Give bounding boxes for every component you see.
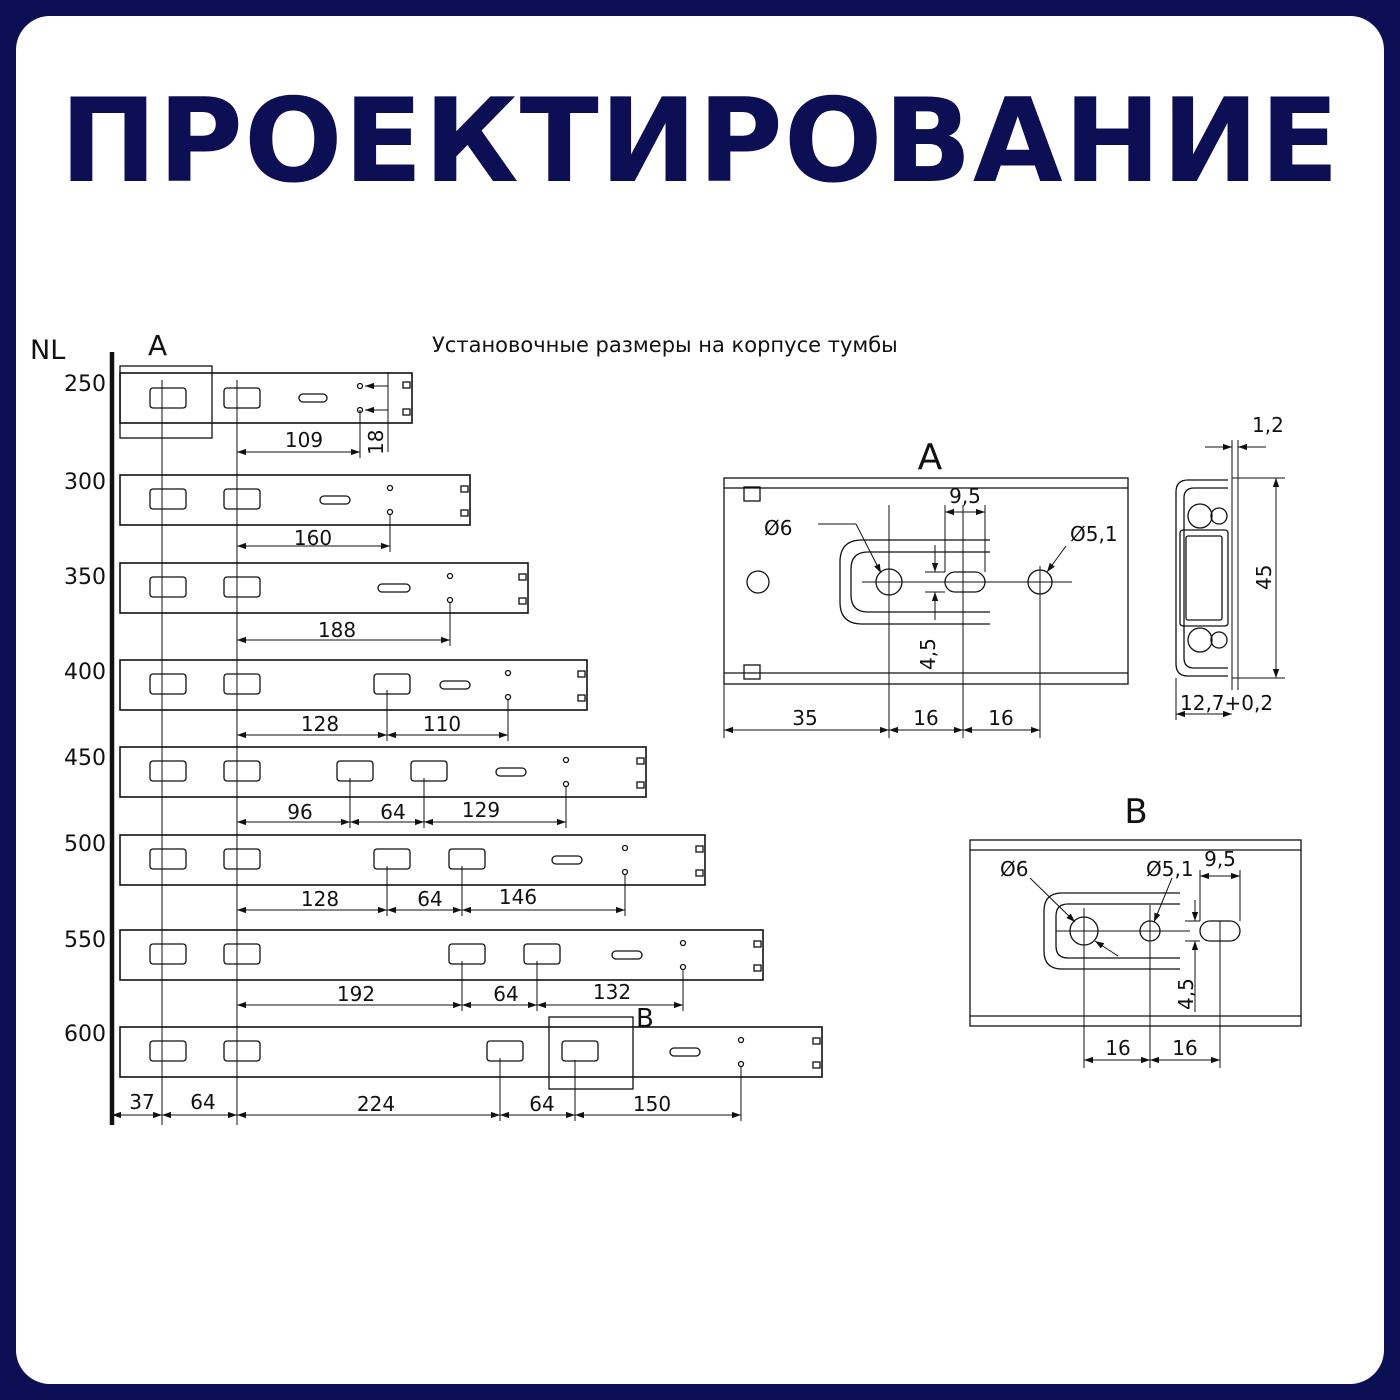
detail-a-marker-label: A — [148, 329, 167, 362]
rail-400 — [119, 659, 588, 711]
dim-600-150: 150 — [633, 1092, 671, 1116]
rail-300 — [119, 474, 471, 526]
dim-250-18: 18 — [364, 430, 388, 455]
dim-600-224: 224 — [357, 1092, 395, 1116]
detail-a-d51: Ø5,1 — [1070, 522, 1118, 546]
dim-600-64b: 64 — [529, 1092, 554, 1116]
detail-b-h45: 4,5 — [1174, 978, 1198, 1010]
profile-w127: 12,7+0,2 — [1180, 691, 1273, 715]
detail-a — [723, 477, 1129, 738]
dim-450-64: 64 — [380, 800, 405, 824]
dim-550-132: 132 — [593, 980, 631, 1004]
dim-500-128: 128 — [301, 887, 339, 911]
rail-250 — [119, 372, 413, 424]
profile-section — [1175, 440, 1285, 720]
detail-b-frame — [548, 1016, 634, 1090]
nl-600: 600 — [64, 1022, 106, 1047]
dim-550-192: 192 — [337, 982, 375, 1006]
rail-450 — [119, 746, 647, 798]
nl-250: 250 — [64, 372, 106, 397]
rail-600 — [119, 1026, 823, 1078]
rail-dims — [112, 372, 742, 1121]
detail-a-d35: 35 — [792, 706, 817, 730]
nl-400: 400 — [64, 660, 106, 685]
page-title: ПРОЕКТИРОВАНИЕ — [59, 74, 1341, 209]
rail-350 — [119, 562, 529, 614]
detail-a-h45: 4,5 — [916, 638, 940, 670]
dim-600-64a: 64 — [190, 1090, 215, 1114]
nl-label: NL — [30, 335, 65, 366]
dim-500-64: 64 — [417, 887, 442, 911]
dim-550-64: 64 — [493, 982, 518, 1006]
dim-350-188: 188 — [318, 618, 356, 642]
detail-a-title: A — [918, 437, 943, 478]
dim-300-160: 160 — [294, 526, 332, 550]
detail-b-d6: Ø6 — [1000, 857, 1028, 881]
nl-350: 350 — [64, 565, 106, 590]
dim-450-129: 129 — [462, 798, 500, 822]
dim-600-37: 37 — [129, 1090, 154, 1114]
dim-500-146: 146 — [499, 885, 537, 909]
card: ПРОЕКТИРОВАНИЕ Установочные размеры на к… — [16, 16, 1384, 1384]
detail-b-d16b: 16 — [1172, 1036, 1197, 1060]
dim-250-109: 109 — [285, 428, 323, 452]
detail-b-w95: 9,5 — [1204, 847, 1236, 871]
detail-b-title: B — [1124, 792, 1147, 832]
dim-400-110: 110 — [423, 712, 461, 736]
detail-a-w95: 9,5 — [949, 484, 981, 508]
detail-a-d16a: 16 — [913, 706, 938, 730]
nl-550: 550 — [64, 928, 106, 953]
nl-300: 300 — [64, 470, 106, 495]
nl-500: 500 — [64, 832, 106, 857]
dim-450-96: 96 — [287, 800, 312, 824]
dim-400-128: 128 — [301, 712, 339, 736]
detail-a-frame — [119, 365, 213, 439]
detail-b-d51: Ø5,1 — [1146, 857, 1194, 881]
technical-drawing: Установочные размеры на корпусе тумбы NL… — [30, 329, 1302, 1125]
detail-b — [969, 839, 1302, 1068]
profile-h45: 45 — [1252, 565, 1276, 590]
detail-a-d16b: 16 — [988, 706, 1013, 730]
drawing-caption: Установочные размеры на корпусе тумбы — [432, 333, 898, 357]
detail-b-d16a: 16 — [1105, 1036, 1130, 1060]
nl-450: 450 — [64, 746, 106, 771]
rail-550 — [119, 929, 764, 981]
detail-a-d6: Ø6 — [764, 516, 792, 540]
rail-500 — [119, 834, 706, 886]
profile-t12: 1,2 — [1252, 413, 1284, 437]
